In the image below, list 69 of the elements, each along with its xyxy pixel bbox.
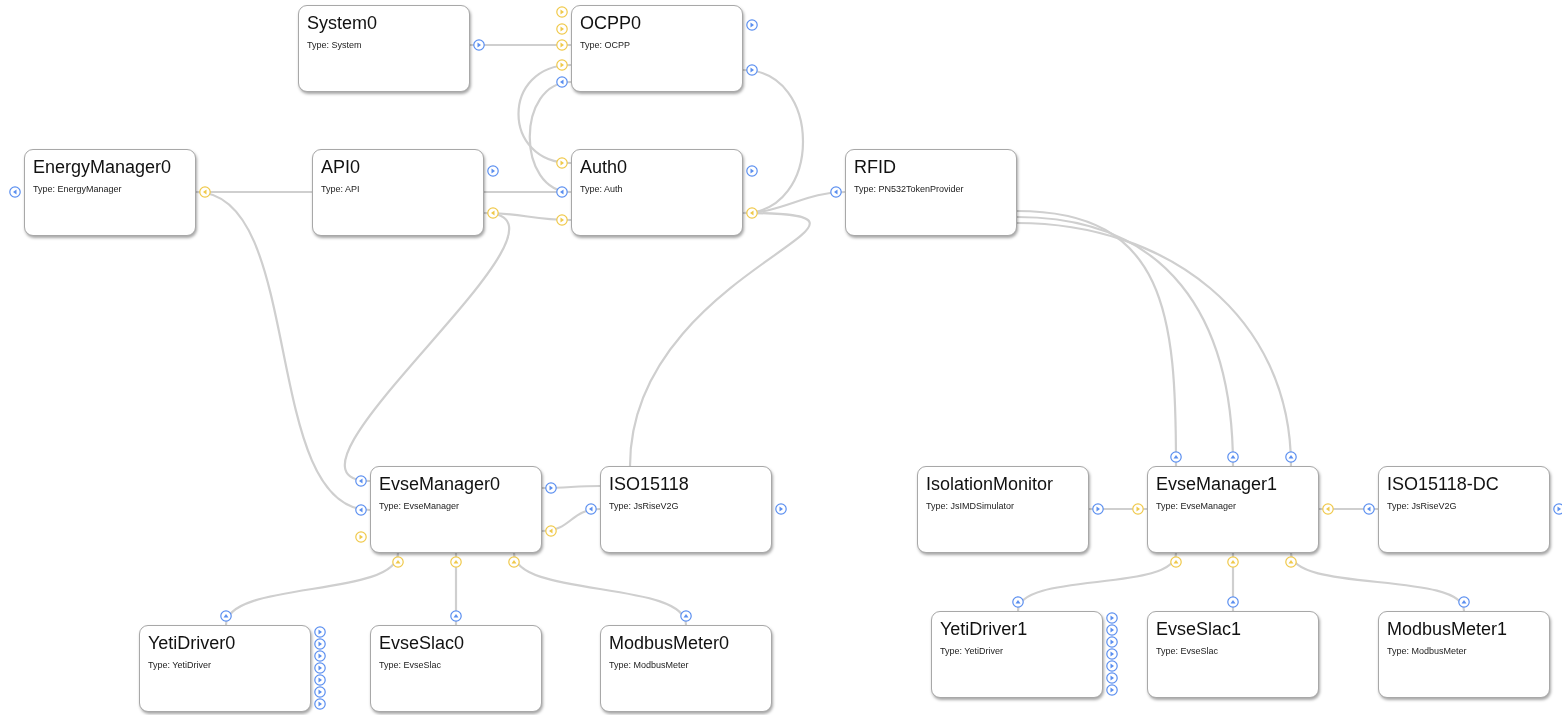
module-box bbox=[600, 625, 772, 712]
module-box bbox=[1147, 611, 1319, 698]
module-type: Type: JsIMDSimulator bbox=[926, 501, 1016, 511]
module-type: Type: ModbusMeter bbox=[1387, 646, 1468, 656]
module-type: Type: JsRiseV2G bbox=[609, 501, 680, 511]
module-name: EvseSlac1 bbox=[1156, 618, 1243, 640]
module-box bbox=[571, 149, 743, 236]
connector-line bbox=[1089, 507, 1147, 511]
connector-line bbox=[454, 553, 458, 625]
connector-line bbox=[1016, 209, 1178, 466]
connector-line bbox=[1016, 215, 1235, 467]
module-name: API0 bbox=[321, 156, 362, 178]
connector-line bbox=[1231, 553, 1235, 611]
module-name: IsolationMonitor bbox=[926, 473, 1055, 495]
module-box bbox=[312, 149, 484, 236]
module-name: ISO15118-DC bbox=[1387, 473, 1500, 495]
module-box bbox=[24, 149, 196, 236]
module-name: EvseSlac0 bbox=[379, 632, 466, 654]
module-type: Type: System bbox=[307, 40, 363, 50]
module-type: Type: PN532TokenProvider bbox=[854, 184, 965, 194]
module-type: Type: JsRiseV2G bbox=[1387, 501, 1458, 511]
module-name: YetiDriver1 bbox=[940, 618, 1029, 640]
module-type: Type: YetiDriver bbox=[940, 646, 1005, 656]
module-type: Type: YetiDriver bbox=[148, 660, 213, 670]
module-type: Type: EvseManager bbox=[379, 501, 461, 511]
module-type: Type: ModbusMeter bbox=[609, 660, 690, 670]
module-box bbox=[571, 5, 743, 92]
module-name: ISO15118 bbox=[609, 473, 690, 495]
module-box bbox=[931, 611, 1103, 698]
connector-line bbox=[1319, 507, 1378, 511]
connector-line bbox=[344, 211, 510, 483]
module-box bbox=[370, 466, 542, 553]
module-name: EvseManager0 bbox=[379, 473, 502, 495]
module-box bbox=[845, 149, 1017, 236]
module-box bbox=[1378, 611, 1550, 698]
module-type: Type: EvseSlac bbox=[1156, 646, 1220, 656]
module-name: EnergyManager0 bbox=[33, 156, 173, 178]
connector-line bbox=[470, 43, 571, 47]
connector-line bbox=[512, 552, 688, 626]
module-name: EvseManager1 bbox=[1156, 473, 1279, 495]
connector-line bbox=[1016, 221, 1293, 467]
module-type: Type: Auth bbox=[580, 184, 624, 194]
connector-line bbox=[195, 190, 371, 512]
connector-line bbox=[1289, 552, 1466, 612]
module-box bbox=[917, 466, 1089, 553]
module-name: YetiDriver0 bbox=[148, 632, 237, 654]
connector-line bbox=[628, 211, 810, 467]
module-type: Type: EnergyManager bbox=[33, 184, 123, 194]
module-type: Type: EvseManager bbox=[1156, 501, 1238, 511]
module-box bbox=[1147, 466, 1319, 553]
module-name: Auth0 bbox=[580, 156, 629, 178]
module-box bbox=[600, 466, 772, 553]
module-type: Type: API bbox=[321, 184, 361, 194]
module-type: Type: EvseSlac bbox=[379, 660, 443, 670]
module-name: System0 bbox=[307, 12, 379, 34]
module-box bbox=[139, 625, 311, 712]
connector-line bbox=[224, 552, 400, 626]
module-box bbox=[298, 5, 470, 92]
connector-line bbox=[541, 507, 601, 533]
connector-line bbox=[542, 484, 600, 490]
module-box bbox=[370, 625, 542, 712]
module-name: ModbusMeter0 bbox=[609, 632, 731, 654]
module-type: Type: OCPP bbox=[580, 40, 632, 50]
module-name: RFID bbox=[854, 156, 897, 178]
module-box bbox=[1378, 466, 1550, 553]
connector-line bbox=[517, 63, 572, 165]
connector-line bbox=[1016, 552, 1178, 612]
module-name: OCPP0 bbox=[580, 12, 643, 34]
module-name: ModbusMeter1 bbox=[1387, 618, 1509, 640]
